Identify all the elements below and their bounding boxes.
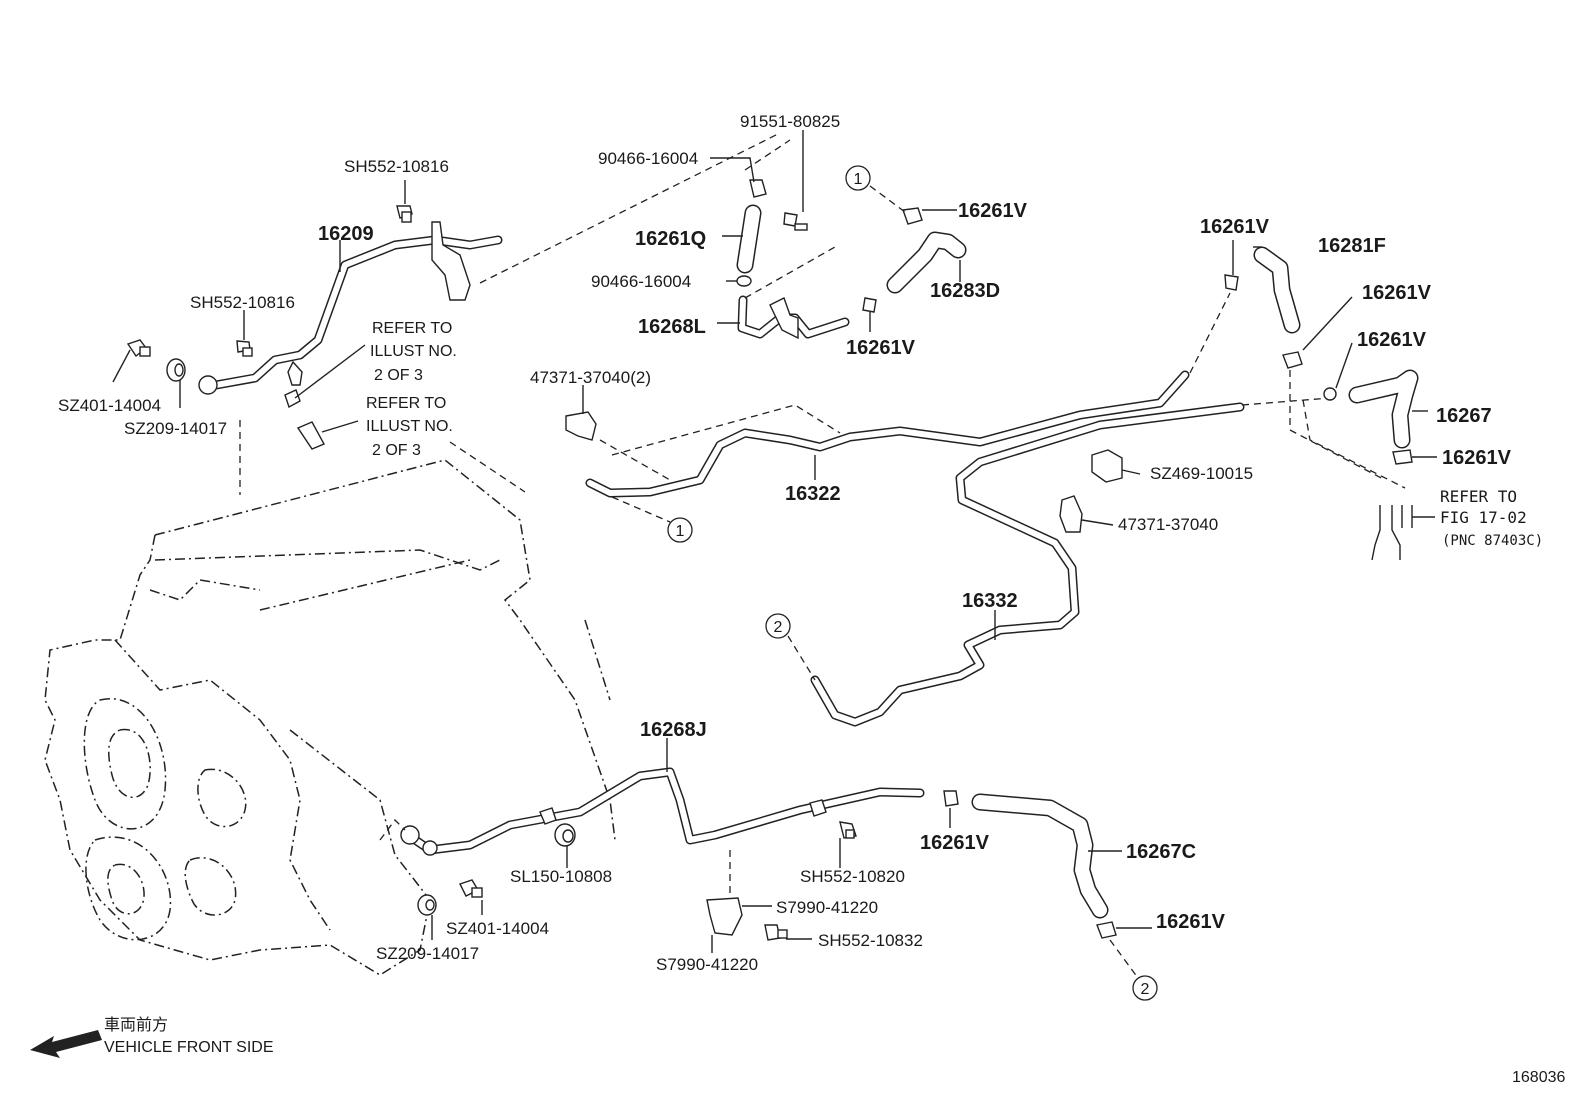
label-16261v-right-b[interactable]: 16261V [1357,329,1427,351]
clamp-47371-37040[interactable] [1059,495,1083,533]
callout-circle-2-left: 2 [765,613,791,639]
label-16261v-center[interactable]: 16261V [846,337,916,359]
gasket-sz209-14017-bottom[interactable] [417,894,437,916]
label-sz469-10015[interactable]: SZ469-10015 [1150,464,1253,483]
label-s7990-41220-right[interactable]: S7990-41220 [776,898,878,917]
label-sh552-10816-mid[interactable]: SH552-10816 [190,293,295,312]
label-16322[interactable]: 16322 [785,483,841,505]
label-sz401-14004-bottom[interactable]: SZ401-14004 [446,919,549,938]
label-16261v-bottom-b[interactable]: 16261V [1156,911,1226,933]
note-refer-b-line1: REFER TO [366,395,446,412]
label-sh552-10820[interactable]: SH552-10820 [800,867,905,886]
pipe-16209[interactable] [198,221,503,395]
label-90466-16004-top[interactable]: 90466-16004 [598,149,698,168]
label-16261v-top-right[interactable]: 16261V [1200,216,1270,238]
bolt-sh552-10820[interactable] [839,821,857,839]
refer-parts-top-left [284,389,325,450]
callout-circle-1-bottom: 1 [667,517,693,543]
label-s7990-41220-bottom[interactable]: S7990-41220 [656,955,758,974]
label-16267c[interactable]: 16267C [1126,841,1196,863]
label-16268j[interactable]: 16268J [640,719,707,741]
legend-english: VEHICLE FRONT SIDE [104,1039,274,1056]
bolt-sh552-10816-mid[interactable] [236,340,253,357]
callout-2-bottom-text: 2 [1141,981,1150,998]
label-16261v-right-a[interactable]: 16261V [1362,282,1432,304]
label-16209[interactable]: 16209 [318,223,374,245]
label-sz209-14017-bottom[interactable]: SZ209-14017 [376,944,479,963]
clamp-sz469-10015[interactable] [1091,449,1123,483]
gasket-sz209-14017-top[interactable] [166,358,186,382]
bracket-s7990-41220[interactable] [706,897,743,936]
label-16261q[interactable]: 16261Q [635,228,706,250]
note-refer-b-line2: ILLUST NO. [366,418,453,435]
label-91551-80825[interactable]: 91551-80825 [740,112,840,131]
pipe-16332[interactable] [810,402,1245,727]
clip-16261v-right-c[interactable] [1392,449,1413,465]
hose-16281f[interactable] [1253,246,1301,334]
label-sh552-10816-top[interactable]: SH552-10816 [344,157,449,176]
hose-16267[interactable] [1348,369,1419,449]
bolt-91551-80825[interactable] [783,212,808,231]
bolt-sh552-10816-top[interactable] [396,205,413,223]
clip-16261v-right-b[interactable] [1323,387,1337,401]
grommet-sl150-10808[interactable] [554,823,576,847]
pipe-16268l[interactable] [737,295,850,340]
note-refer-b-line3: 2 OF 3 [372,442,421,459]
clip-16261v-center[interactable] [862,297,877,313]
label-16283d[interactable]: 16283D [930,280,1000,302]
clamp-47371-37040-2[interactable] [565,411,597,441]
hose-16283d[interactable] [886,231,967,294]
callout-2-left-text: 2 [774,619,783,636]
hose-16267c[interactable] [971,793,1109,919]
label-16261v-bottom-a[interactable]: 16261V [920,832,990,854]
label-16332[interactable]: 16332 [962,590,1018,612]
note-refer-a-line3: 2 OF 3 [374,367,423,384]
label-16261v-top-center[interactable]: 16261V [958,200,1028,222]
label-sz401-14004-top[interactable]: SZ401-14004 [58,396,161,415]
label-16281f[interactable]: 16281F [1318,235,1386,257]
clip-16261v-bottom-a[interactable] [943,790,959,807]
note-refer-fig-line2: FIG 17-02 [1440,508,1527,527]
hose-16261q[interactable] [736,204,762,274]
clip-90466-16004-bottom[interactable] [736,275,752,287]
clip-16261v-top-center[interactable] [902,207,923,225]
note-refer-a-line2: ILLUST NO. [370,343,457,360]
label-16261v-right-c[interactable]: 16261V [1442,447,1512,469]
label-sl150-10808[interactable]: SL150-10808 [510,867,612,886]
note-refer-fig-line1: REFER TO [1440,487,1517,506]
label-47371-37040-2[interactable]: 47371-37040(2) [530,368,651,387]
clip-90466-16004-top[interactable] [749,179,767,198]
clip-16261v-right-a[interactable] [1282,351,1303,369]
diagram-id: 168036 [1512,1069,1565,1086]
note-refer-fig-line3: (PNC 87403C) [1442,533,1543,549]
callout-circle-1-top: 1 [845,165,871,191]
engine-outline [44,459,616,976]
callout-1-top-text: 1 [854,171,863,188]
note-refer-a-line1: REFER TO [372,320,452,337]
label-47371-37040[interactable]: 47371-37040 [1118,515,1218,534]
label-sh552-10832[interactable]: SH552-10832 [818,931,923,950]
callout-circle-2-bottom: 2 [1132,975,1158,1001]
label-sz209-14017-top[interactable]: SZ209-14017 [124,419,227,438]
clip-16261v-top-right[interactable] [1224,274,1239,291]
label-16267[interactable]: 16267 [1436,405,1492,427]
label-16268l[interactable]: 16268L [638,316,706,338]
pipe-16322[interactable] [585,370,1190,498]
clip-16261v-bottom-b[interactable] [1096,921,1117,939]
legend-japanese: 車両前方 [104,1016,168,1034]
callout-1-bottom-text: 1 [676,523,685,540]
union-bolt-sz401-14004-bottom[interactable] [459,879,483,898]
pipe-16268j[interactable] [400,767,925,856]
union-bolt-sz401-14004-top[interactable] [126,339,151,358]
bolt-sh552-10832[interactable] [764,924,788,941]
vehicle-front-arrow-icon [30,1030,102,1058]
refer-pipes-fig-17-02 [1371,505,1413,561]
label-90466-16004-bottom[interactable]: 90466-16004 [591,272,691,291]
